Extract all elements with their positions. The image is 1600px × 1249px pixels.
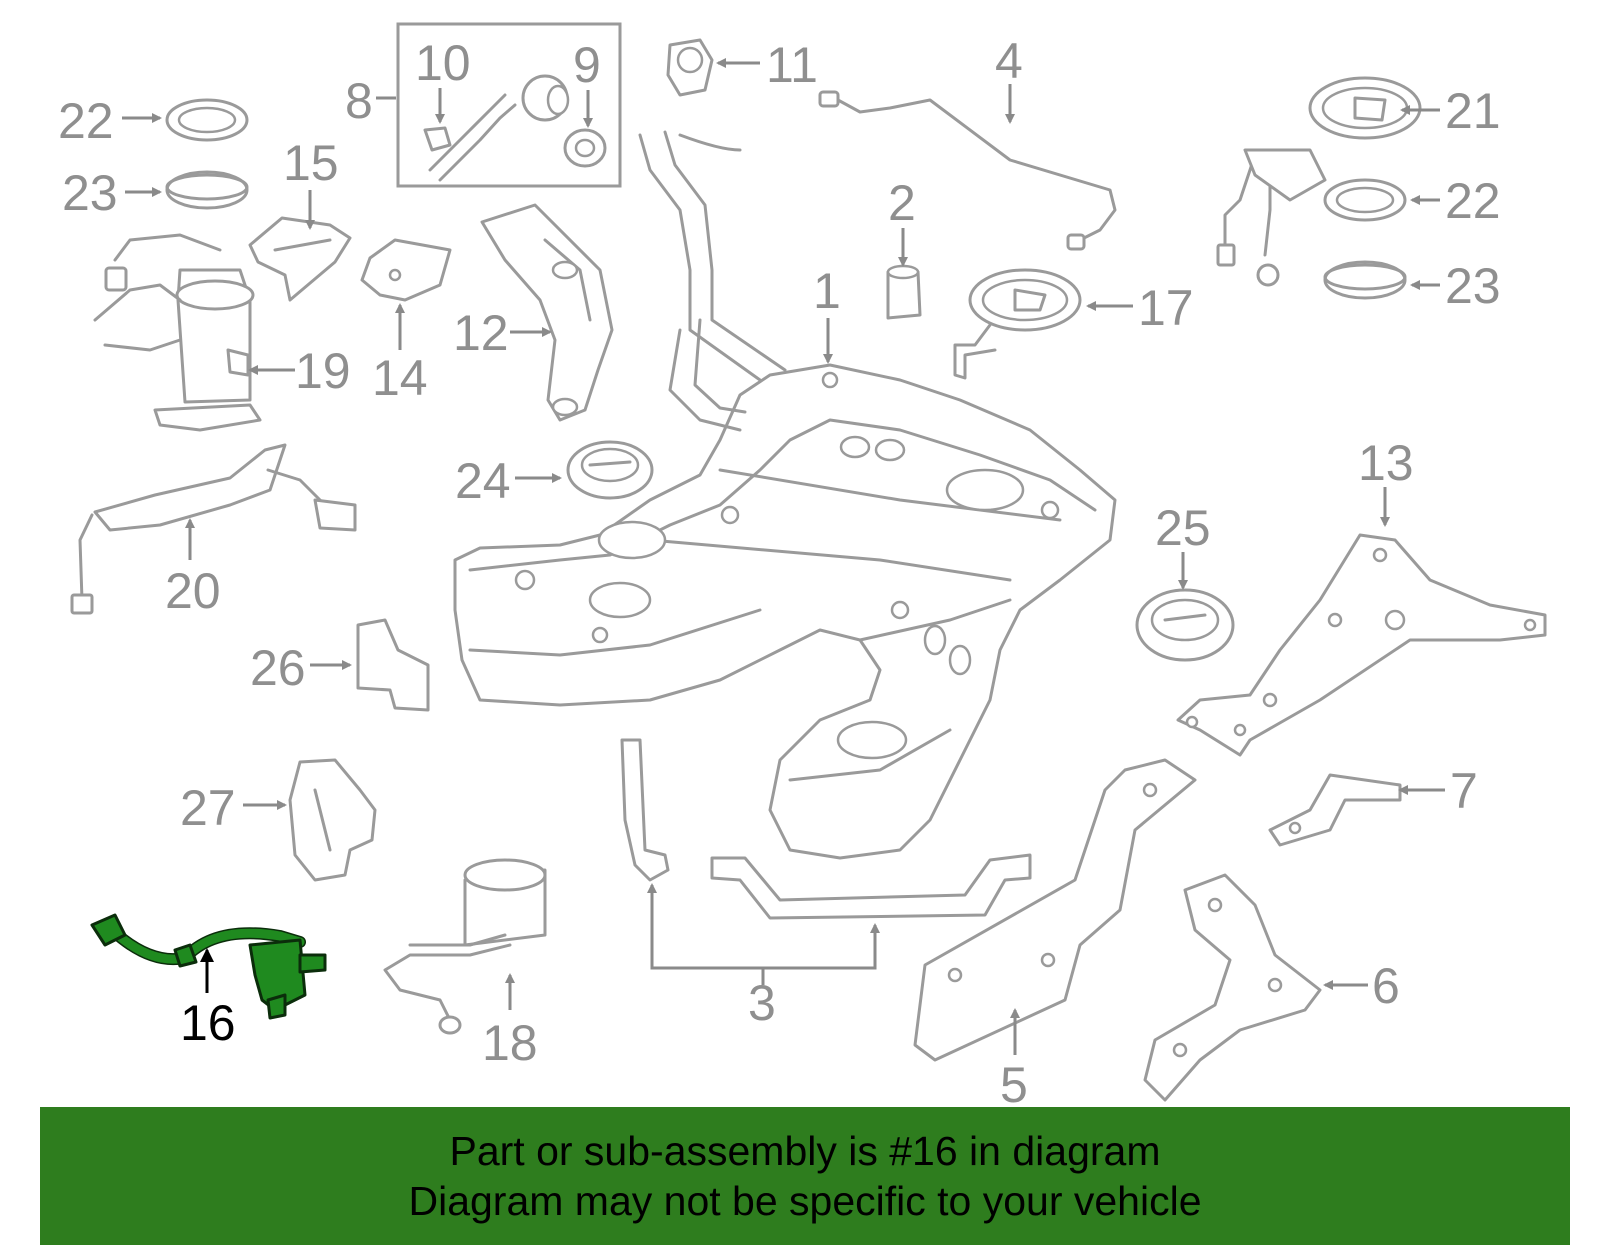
part-16-wiring-harness — [90, 913, 327, 1020]
part-27-module — [288, 758, 377, 882]
callout-15: 15 — [283, 135, 339, 191]
part-13-crossmember — [1176, 533, 1547, 757]
part-18-fuel-filter — [383, 858, 547, 1035]
part-1-fuel-tank — [453, 363, 1117, 860]
callout-26: 26 — [250, 640, 306, 696]
part-22-lock-ring-right — [1323, 178, 1407, 222]
callout-14: 14 — [372, 350, 428, 406]
part-3-tank-straps — [620, 738, 1032, 920]
callout-18: 18 — [482, 1015, 538, 1071]
callout-27: 27 — [180, 780, 236, 836]
callout-20: 20 — [165, 563, 221, 619]
part-12-shield — [480, 203, 614, 422]
callout-8: 8 — [345, 73, 373, 129]
callout-16: 16 — [180, 995, 236, 1051]
part-20-harness-bracket — [70, 443, 357, 615]
part-15-bracket — [248, 216, 352, 302]
part-14-bracket — [360, 238, 452, 302]
part-11-fuel-cap — [666, 38, 714, 97]
callout-19: 19 — [295, 343, 351, 399]
callout-6: 6 — [1372, 958, 1400, 1014]
part-4-sensor-wire — [818, 90, 1117, 251]
part-25-lock-ring — [1135, 588, 1235, 662]
callout-5: 5 — [1000, 1057, 1028, 1113]
part-23-seal-right — [1323, 260, 1407, 300]
callout-7: 7 — [1450, 763, 1478, 819]
callout-numbers: 1 2 3 4 5 6 7 8 9 10 11 12 13 14 15 16 1… — [58, 33, 1501, 1113]
callout-4: 4 — [995, 33, 1023, 89]
info-banner: Part or sub-assembly is #16 in diagram D… — [40, 1107, 1570, 1245]
callout-10: 10 — [415, 35, 471, 91]
part-26-bracket — [356, 618, 430, 712]
callout-9: 9 — [573, 37, 601, 93]
part-22-lock-ring-left — [165, 98, 249, 142]
callout-12: 12 — [453, 305, 509, 361]
callout-23-right: 23 — [1445, 258, 1501, 314]
callout-3: 3 — [748, 975, 776, 1031]
callout-21: 21 — [1445, 83, 1501, 139]
banner-line-2: Diagram may not be specific to your vehi… — [408, 1178, 1202, 1224]
part-6-bracket — [1143, 873, 1322, 1102]
callout-23-left: 23 — [62, 165, 118, 221]
callout-11: 11 — [766, 37, 818, 93]
part-5-bracket — [913, 758, 1197, 1062]
filler-neck — [638, 130, 787, 432]
callout-22-left: 22 — [58, 93, 114, 149]
callout-2: 2 — [888, 175, 916, 231]
part-19-fuel-pump — [93, 233, 262, 432]
part-2-grommet — [886, 264, 922, 320]
callout-22-right: 22 — [1445, 173, 1501, 229]
callout-25: 25 — [1155, 500, 1211, 556]
part-8-kit — [396, 22, 622, 188]
part-23-seal-left — [165, 170, 249, 210]
banner-line-1: Part or sub-assembly is #16 in diagram — [449, 1128, 1161, 1174]
callout-17: 17 — [1138, 280, 1194, 336]
part-7-bracket — [1268, 773, 1402, 847]
callout-24: 24 — [455, 453, 511, 509]
leader-lines — [122, 58, 1445, 1055]
part-24-lock-ring — [566, 440, 654, 500]
part-21-sending-unit — [1216, 76, 1422, 287]
callout-1: 1 — [813, 263, 841, 319]
part-17-sending-unit — [953, 268, 1082, 380]
callout-13: 13 — [1358, 435, 1414, 491]
